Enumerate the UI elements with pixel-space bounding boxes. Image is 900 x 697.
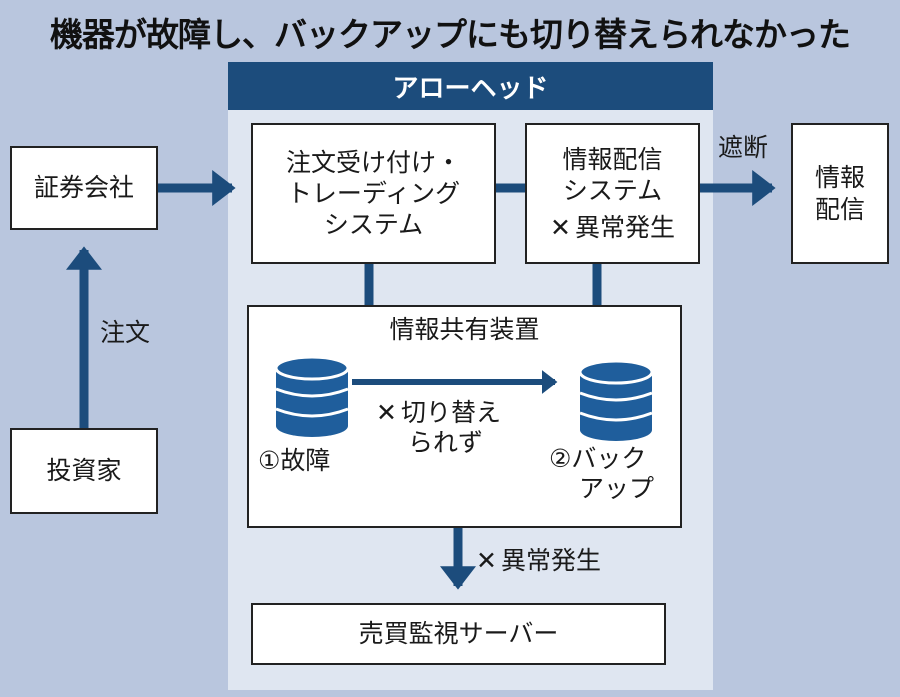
info-system-line-1: 情報配信 <box>562 144 663 174</box>
info-delivery-line-2: 配信 <box>814 194 865 224</box>
shared-device-title: 情報共有装置 <box>389 315 540 344</box>
db-backup-line-2: アップ <box>579 474 655 503</box>
trading-system-box: 注文受け付け・ トレーディング システム <box>251 123 496 264</box>
securities-box: 証券会社 <box>10 146 158 230</box>
info-system-line-2: システム <box>562 175 663 205</box>
info-system-status: ✕異常発生 <box>550 212 675 243</box>
monitor-server-box: 売買監視サーバー <box>251 603 666 665</box>
panel-header: アローヘッド <box>228 62 713 110</box>
monitor-status-text: 異常発生 <box>500 546 601 575</box>
info-system-box: 情報配信 システム ✕異常発生 <box>525 123 700 264</box>
cross-icon: ✕ <box>376 398 397 427</box>
info-delivery-line-1: 情報 <box>814 163 865 193</box>
monitor-server-label: 売買監視サーバー <box>358 619 559 649</box>
order-edge-label: 注文 <box>100 318 151 347</box>
monitor-status-label: ✕異常発生 <box>476 546 601 576</box>
db-backup-label: ②バック アップ <box>549 444 654 504</box>
database-backup-icon <box>578 359 654 441</box>
info-delivery-box: 情報 配信 <box>791 123 889 264</box>
trading-line-2: トレーディング <box>286 178 461 208</box>
cross-icon: ✕ <box>550 213 571 243</box>
database-primary-icon <box>274 355 350 437</box>
investor-box: 投資家 <box>10 428 158 514</box>
switch-fail-line-2: られず <box>407 428 483 457</box>
investor-label: 投資家 <box>46 456 122 486</box>
trading-line-1: 注文受け付け・ <box>285 147 461 177</box>
trading-line-3: システム <box>323 210 424 240</box>
cross-icon: ✕ <box>476 546 497 575</box>
db-backup-line-1: ②バック <box>549 444 647 473</box>
db-primary-label: ①故障 <box>258 446 331 475</box>
securities-label: 証券会社 <box>33 173 134 203</box>
cutoff-edge-label: 遮断 <box>718 133 769 162</box>
diagram-title: 機器が故障し、バックアップにも切り替えられなかった <box>50 15 851 54</box>
switch-fail-line-1: 切り替え <box>400 398 501 427</box>
info-system-status-text: 異常発生 <box>574 213 675 243</box>
switch-fail-label: ✕切り替え られず <box>376 398 501 458</box>
